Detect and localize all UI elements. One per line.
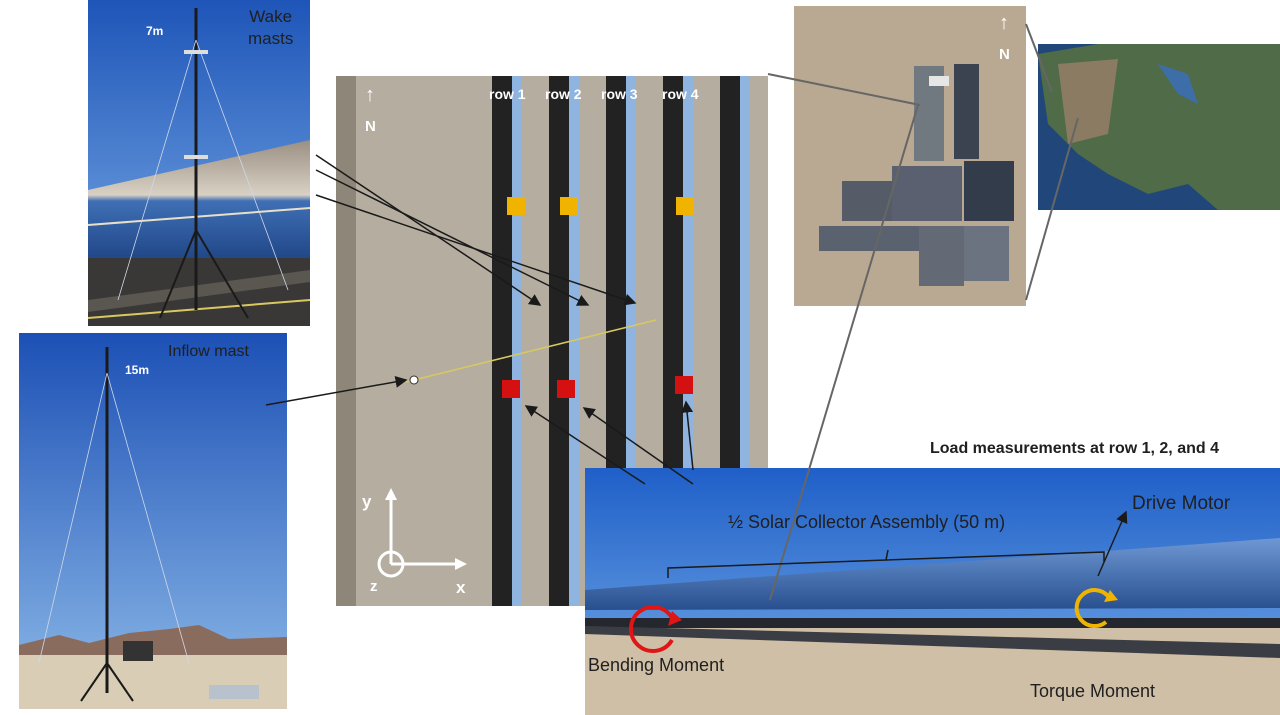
- row-3-label: row 3: [601, 86, 638, 102]
- wake-masts-photo: [88, 0, 310, 326]
- row-1-label: row 1: [489, 86, 526, 102]
- map-north-label: N: [999, 46, 1010, 63]
- wake-marker-row-4: [676, 197, 694, 215]
- axis-y-label: y: [362, 492, 372, 511]
- torque-moment-label: Torque Moment: [1030, 681, 1156, 701]
- coordinate-axes: [365, 486, 475, 596]
- wake-marker-row-1: [507, 197, 525, 215]
- inflow-mast-height-label: 15m: [125, 363, 150, 377]
- wake-mast-height-label: 7m: [146, 24, 164, 38]
- load-marker-row-2: [557, 380, 575, 398]
- drive-motor-label: Drive Motor: [1132, 493, 1231, 514]
- bending-moment-label: Bending Moment: [588, 655, 725, 675]
- load-marker-row-4: [675, 376, 693, 394]
- axis-x-label: x: [456, 578, 466, 597]
- row-4-label: row 4: [662, 86, 699, 102]
- aerial-north-label: N: [365, 118, 376, 135]
- wake-marker-row-2: [560, 197, 578, 215]
- site-satellite-map: [794, 6, 1026, 306]
- us-location-map: [1038, 44, 1280, 210]
- wake-masts-title: Wake masts: [248, 7, 294, 48]
- axis-z-label: z: [370, 578, 378, 595]
- load-measurements-caption: Load measurements at row 1, 2, and 4: [930, 440, 1219, 457]
- row-2-label: row 2: [545, 86, 582, 102]
- load-marker-row-1: [502, 380, 520, 398]
- assembly-length-label: ½ Solar Collector Assembly (50 m): [728, 512, 1006, 532]
- aerial-north-arrow-icon: ↑: [365, 84, 375, 106]
- map-north-arrow-icon: ↑: [999, 12, 1009, 34]
- inflow-mast-photo: [19, 333, 287, 709]
- inflow-mast-title: Inflow mast: [168, 343, 249, 360]
